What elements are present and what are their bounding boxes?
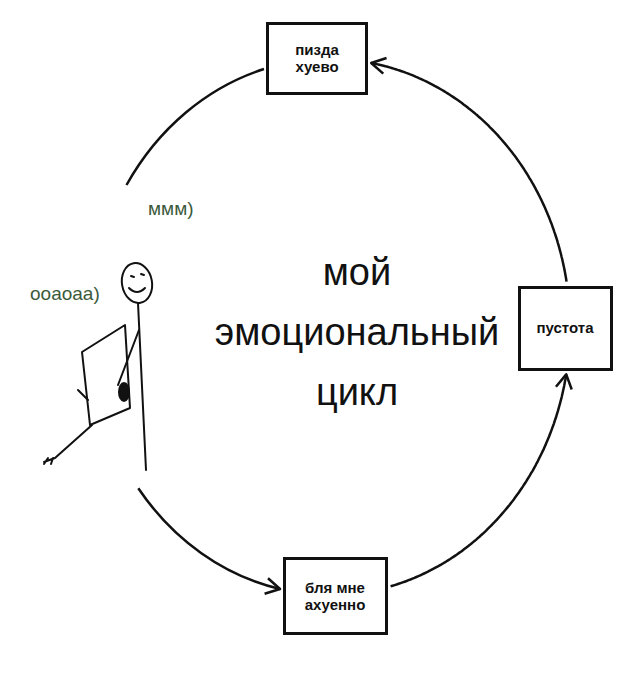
state-text: пустота [537,319,594,336]
cycle-connector [391,374,572,586]
state-box: пустота [518,286,613,371]
connector-line [371,63,566,282]
figure-body [138,303,146,470]
state-text: бля мне ахуенно [295,579,375,614]
cycle-connector [371,58,566,282]
arrow-head [371,58,386,74]
state-box: пизда хуево [266,22,368,95]
state-box: бля мне ахуенно [283,557,388,635]
figure-hand [119,383,129,401]
speech-label: ооаоаа) [30,283,100,305]
figure-head [119,261,155,306]
speech-label: ммм) [148,198,194,220]
figure-face [129,274,145,292]
cycle-arc [138,488,280,589]
arrow-head [265,578,280,594]
state-text: пизда хуево [277,41,357,76]
arrow-head [556,374,572,389]
figure-arm [44,390,92,464]
connector-line [391,374,567,586]
figure-arm [118,330,139,385]
cycle-arc [127,69,265,185]
diagram-title: мой эмоциональный цикл [215,242,499,422]
